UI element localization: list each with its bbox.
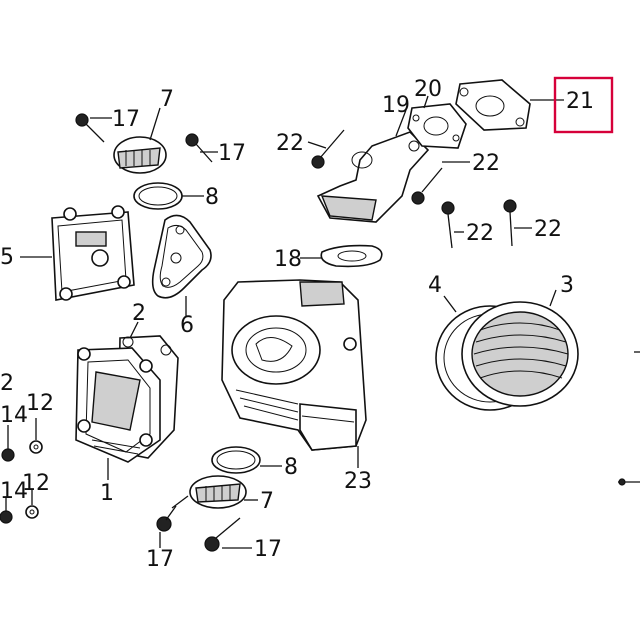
label-19: 19	[382, 93, 410, 118]
label-23: 23	[344, 469, 372, 494]
label-17-bottom-left: 17	[146, 547, 174, 572]
washer-12-upper[interactable]	[29, 440, 43, 454]
label-12-upper: 12	[26, 391, 54, 416]
bolt-14-lower[interactable]	[0, 497, 13, 524]
highlight-box-21[interactable]: 21	[553, 76, 614, 134]
label-17-top-left: 17	[112, 107, 140, 132]
bolt-17-top-right[interactable]	[185, 133, 213, 163]
label-22-lower-right: 22	[534, 217, 562, 242]
bolt-14-upper[interactable]	[1, 425, 15, 462]
part-1-cylinder-head[interactable]	[75, 347, 161, 463]
part-20-gasket[interactable]	[407, 103, 467, 149]
part-18-gasket[interactable]	[320, 244, 383, 268]
label-22-top-left: 22	[276, 131, 304, 156]
bolt-22-lower-right[interactable]	[503, 199, 517, 247]
label-8-top: 8	[205, 185, 219, 210]
part-21-insulator[interactable]	[455, 79, 531, 131]
washer-12-lower[interactable]	[25, 505, 39, 519]
part-5-valve-cover[interactable]	[51, 205, 135, 301]
label-22-lower-left: 22	[466, 221, 494, 246]
bolt-22-middle[interactable]	[411, 167, 443, 205]
label-18: 18	[274, 247, 302, 272]
label-2-top: 2	[132, 301, 146, 326]
label-3: 3	[560, 273, 574, 298]
label-6: 6	[180, 313, 194, 338]
label-14-upper: 14	[0, 403, 28, 428]
bolt-17-top-left[interactable]	[75, 113, 105, 143]
part-6-gasket[interactable]	[151, 214, 212, 299]
label-17-bottom-right: 17	[254, 537, 282, 562]
label-17-top-right: 17	[218, 141, 246, 166]
bolt-22-lower-left[interactable]	[441, 201, 455, 249]
o-ring-8-top[interactable]	[133, 182, 183, 210]
bolt-22-top-left[interactable]	[311, 129, 345, 169]
part-7-cover-top[interactable]	[113, 136, 167, 174]
label-12-lower: 12	[22, 471, 50, 496]
label-20: 20	[414, 77, 442, 102]
bolt-17-bottom-left[interactable]	[156, 495, 189, 532]
label-22-middle: 22	[472, 151, 500, 176]
label-2-left: 2	[0, 371, 14, 396]
part-19-intake-manifold[interactable]	[316, 131, 430, 223]
edge-fragment-lower	[618, 478, 640, 486]
label-21: 21	[566, 89, 594, 114]
label-14-lower: 14	[0, 479, 28, 504]
part-3-cylinder[interactable]	[461, 301, 579, 407]
label-4: 4	[428, 273, 442, 298]
label-5: 5	[0, 245, 14, 270]
label-8-bottom: 8	[284, 455, 298, 480]
label-7-top: 7	[160, 87, 174, 112]
part-23-cylinder-block[interactable]	[221, 279, 367, 451]
bolt-17-bottom-right[interactable]	[204, 517, 241, 552]
part-7-cover-bottom[interactable]	[189, 475, 247, 509]
o-ring-8-bottom[interactable]	[211, 446, 261, 474]
label-7-bottom: 7	[260, 489, 274, 514]
label-1: 1	[100, 481, 114, 506]
